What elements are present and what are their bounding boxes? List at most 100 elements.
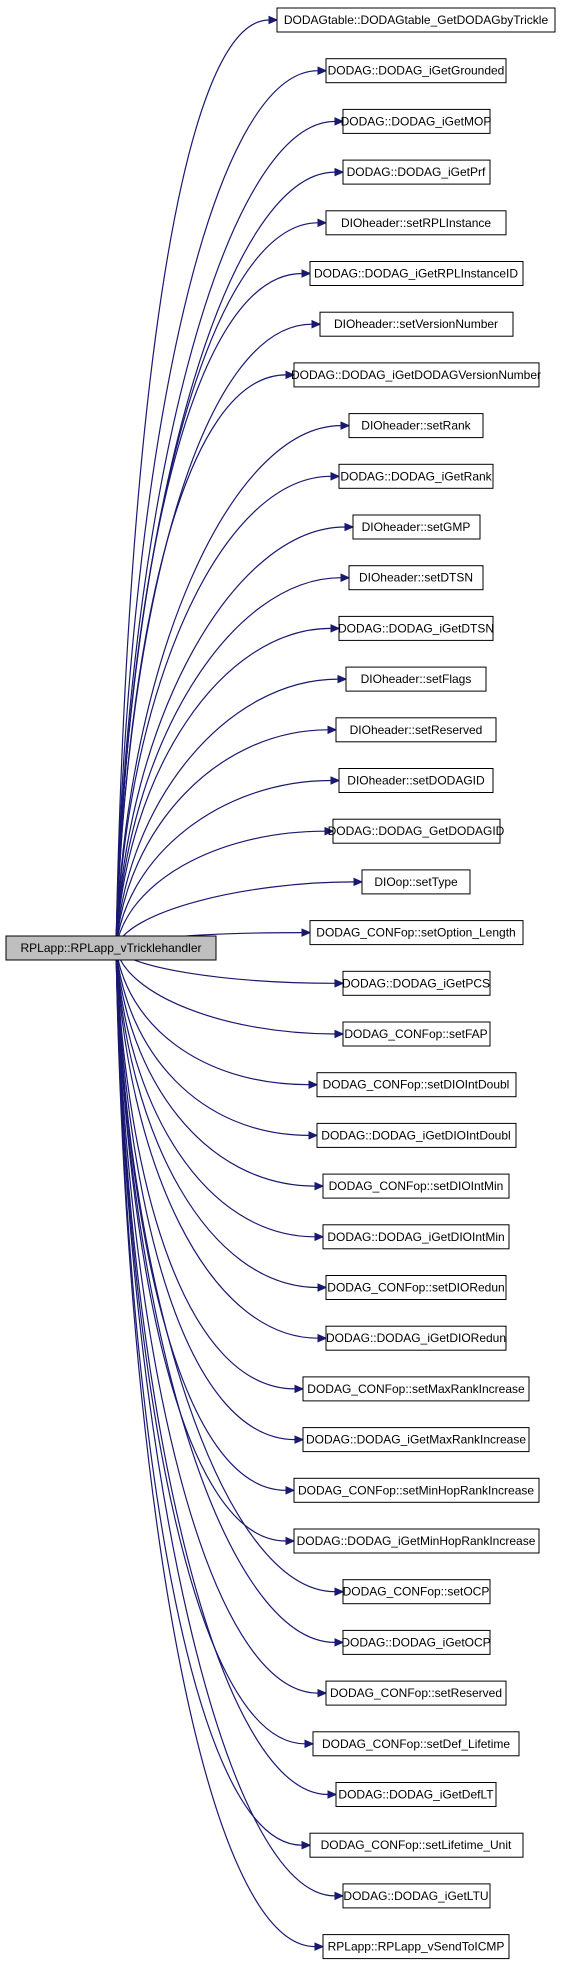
callee-node[interactable]: DODAG::DODAG_iGetDIOIntMin xyxy=(322,1224,510,1250)
callee-node[interactable]: DIOheader::setReserved xyxy=(335,717,497,743)
call-edge xyxy=(115,120,336,949)
callee-node[interactable]: DODAGtable::DODAGtable_GetDODAGbyTrickle xyxy=(276,7,556,33)
callee-node-label: DODAG_CONFop::setDef_Lifetime xyxy=(322,1737,510,1751)
arrowhead-icon xyxy=(334,1891,345,1901)
call-edge xyxy=(115,947,306,1745)
callee-node[interactable]: DODAG::DODAG_iGetLTU xyxy=(342,1883,491,1909)
callee-node[interactable]: DIOheader::setRank xyxy=(348,413,484,439)
callee-node-label: DODAG::DODAG_iGetGrounded xyxy=(328,64,505,78)
callee-node[interactable]: DODAG::DODAG_iGetDIOIntDoubl xyxy=(316,1122,517,1148)
callee-node-label: DIOheader::setRank xyxy=(361,419,471,433)
callee-node[interactable]: DIOheader::setGMP xyxy=(352,514,481,540)
callee-node-label: RPLapp::RPLapp_vSendToICMP xyxy=(328,1940,505,1954)
arrowhead-icon xyxy=(334,117,345,126)
arrowhead-icon xyxy=(314,1232,325,1242)
callee-node-box xyxy=(338,615,494,641)
root-node[interactable]: RPLapp::RPLapp_vTricklehandler xyxy=(5,935,217,961)
arrowhead-icon xyxy=(330,472,341,481)
callee-node[interactable]: DODAG::DODAG_iGetDODAGVersionNumber xyxy=(291,362,541,388)
callee-node[interactable]: DODAG_CONFop::setOption_Length xyxy=(309,920,524,946)
callee-node-box xyxy=(325,1680,507,1706)
arrowhead-icon xyxy=(334,1587,345,1596)
callee-node[interactable]: DIOheader::setVersionNumber xyxy=(319,311,514,337)
callee-node[interactable]: DODAG_CONFop::setMinHopRankIncrease xyxy=(293,1477,540,1503)
arrowhead-icon xyxy=(311,319,322,329)
call-edge xyxy=(115,947,336,1897)
call-edge xyxy=(115,627,332,949)
callee-node-box xyxy=(342,1883,491,1909)
callee-node[interactable]: DODAG::DODAG_iGetMOP xyxy=(341,108,492,134)
callee-node-label: DODAG_CONFop::setDIOIntMin xyxy=(329,1179,504,1193)
callee-node-label: DODAG::DODAG_iGetDODAGVersionNumber xyxy=(291,368,541,382)
callee-node[interactable]: DIOheader::setFlags xyxy=(345,666,487,692)
call-edge xyxy=(115,947,316,1948)
callee-node[interactable]: DODAG_CONFop::setMaxRankIncrease xyxy=(302,1376,530,1402)
callee-node-label: DODAG::DODAG_GetDODAGID xyxy=(328,824,505,838)
callee-node[interactable]: DODAG_CONFop::setDIOIntMin xyxy=(322,1173,510,1199)
call-edge xyxy=(115,729,329,949)
callee-node-label: DODAG::DODAG_iGetDIOIntDoubl xyxy=(321,1128,510,1142)
callee-node-box xyxy=(316,1122,517,1148)
callee-node-box xyxy=(338,768,494,793)
callee-node-label: DODAG_CONFop::setMinHopRankIncrease xyxy=(298,1483,534,1497)
arrowhead-icon xyxy=(308,1080,319,1089)
callee-node-label: DODAG_CONFop::setDIORedun xyxy=(327,1281,504,1295)
callee-node[interactable]: DIOheader::setDODAGID xyxy=(338,768,494,793)
callee-node-box xyxy=(345,666,487,692)
callee-node[interactable]: RPLapp::RPLapp_vSendToICMP xyxy=(322,1934,510,1960)
callee-node[interactable]: DODAG::DODAG_iGetGrounded xyxy=(325,58,507,84)
callee-node[interactable]: DODAG::DODAG_iGetRPLInstanceID xyxy=(309,261,524,286)
callee-node[interactable]: DODAG::DODAG_iGetMinHopRankIncrease xyxy=(293,1528,540,1554)
callee-node-box xyxy=(348,565,484,591)
arrowhead-icon xyxy=(337,674,348,684)
callee-node[interactable]: DODAG_CONFop::setOCP xyxy=(342,1579,491,1605)
arrowhead-icon xyxy=(340,573,351,582)
callee-node[interactable]: DODAG_CONFop::setDef_Lifetime xyxy=(312,1731,520,1757)
call-edge xyxy=(115,947,319,1694)
call-edge xyxy=(115,947,336,1593)
callee-node[interactable]: DODAG_CONFop::setDIOIntDoubl xyxy=(316,1072,517,1098)
callee-node[interactable]: DODAG::DODAG_iGetDTSN xyxy=(338,615,494,641)
callee-node[interactable]: DIOop::setType xyxy=(361,869,471,895)
arrowhead-icon xyxy=(304,1739,315,1749)
callee-node[interactable]: DODAG_CONFop::setLifetime_Unit xyxy=(309,1832,524,1858)
callee-node-box xyxy=(309,1832,524,1858)
callee-node[interactable]: DODAG::DODAG_iGetRank xyxy=(338,463,494,489)
callee-node-box xyxy=(302,1427,530,1453)
root-node-box xyxy=(5,935,217,961)
callee-node-label: DODAG::DODAG_iGetDIORedun xyxy=(326,1331,506,1345)
call-edge xyxy=(115,947,336,1035)
callee-node-box xyxy=(302,1376,530,1402)
arrowhead-icon xyxy=(301,928,312,937)
callee-node-box xyxy=(348,413,484,439)
callee-node[interactable]: DODAG::DODAG_iGetDefLT xyxy=(335,1782,497,1807)
callee-node[interactable]: DODAG::DODAG_GetDODAGID xyxy=(328,818,505,844)
callee-node-label: DIOheader::setRPLInstance xyxy=(341,216,491,230)
arrowhead-icon xyxy=(330,624,341,633)
arrowhead-icon xyxy=(308,1131,319,1140)
callee-node-box xyxy=(361,869,471,895)
callee-node-box xyxy=(335,717,497,743)
callee-node-box xyxy=(319,311,514,337)
callee-node[interactable]: DODAG::DODAG_iGetOCP xyxy=(341,1629,491,1655)
callee-node[interactable]: DODAG_CONFop::setReserved xyxy=(325,1680,507,1706)
callee-node[interactable]: DODAG::DODAG_iGetPrf xyxy=(342,159,491,185)
callee-node-label: DIOop::setType xyxy=(374,875,458,889)
callee-node[interactable]: DODAG::DODAG_iGetPCS xyxy=(342,970,491,996)
callee-node[interactable]: DODAG_CONFop::setFAP xyxy=(342,1021,491,1047)
callee-node[interactable]: DODAG::DODAG_iGetMaxRankIncrease xyxy=(302,1427,530,1453)
call-edge xyxy=(115,272,303,949)
callee-node[interactable]: DIOheader::setRPLInstance xyxy=(325,210,507,236)
callee-node-label: DODAG::DODAG_iGetMinHopRankIncrease xyxy=(297,1534,536,1548)
callee-node-box xyxy=(325,1325,507,1351)
call-edge xyxy=(115,947,296,1441)
callee-node-label: DODAG::DODAG_iGetPCS xyxy=(342,976,490,990)
call-edge xyxy=(115,374,287,949)
callee-node[interactable]: DODAG_CONFop::setDIORedun xyxy=(325,1275,507,1300)
arrowhead-icon xyxy=(334,979,345,988)
callee-node-label: DODAG::DODAG_iGetPrf xyxy=(347,165,486,179)
callee-node-box xyxy=(342,108,491,134)
callee-node[interactable]: DIOheader::setDTSN xyxy=(348,565,484,591)
callee-node[interactable]: DODAG::DODAG_iGetDIORedun xyxy=(325,1325,507,1351)
callee-node-box xyxy=(342,1579,491,1605)
